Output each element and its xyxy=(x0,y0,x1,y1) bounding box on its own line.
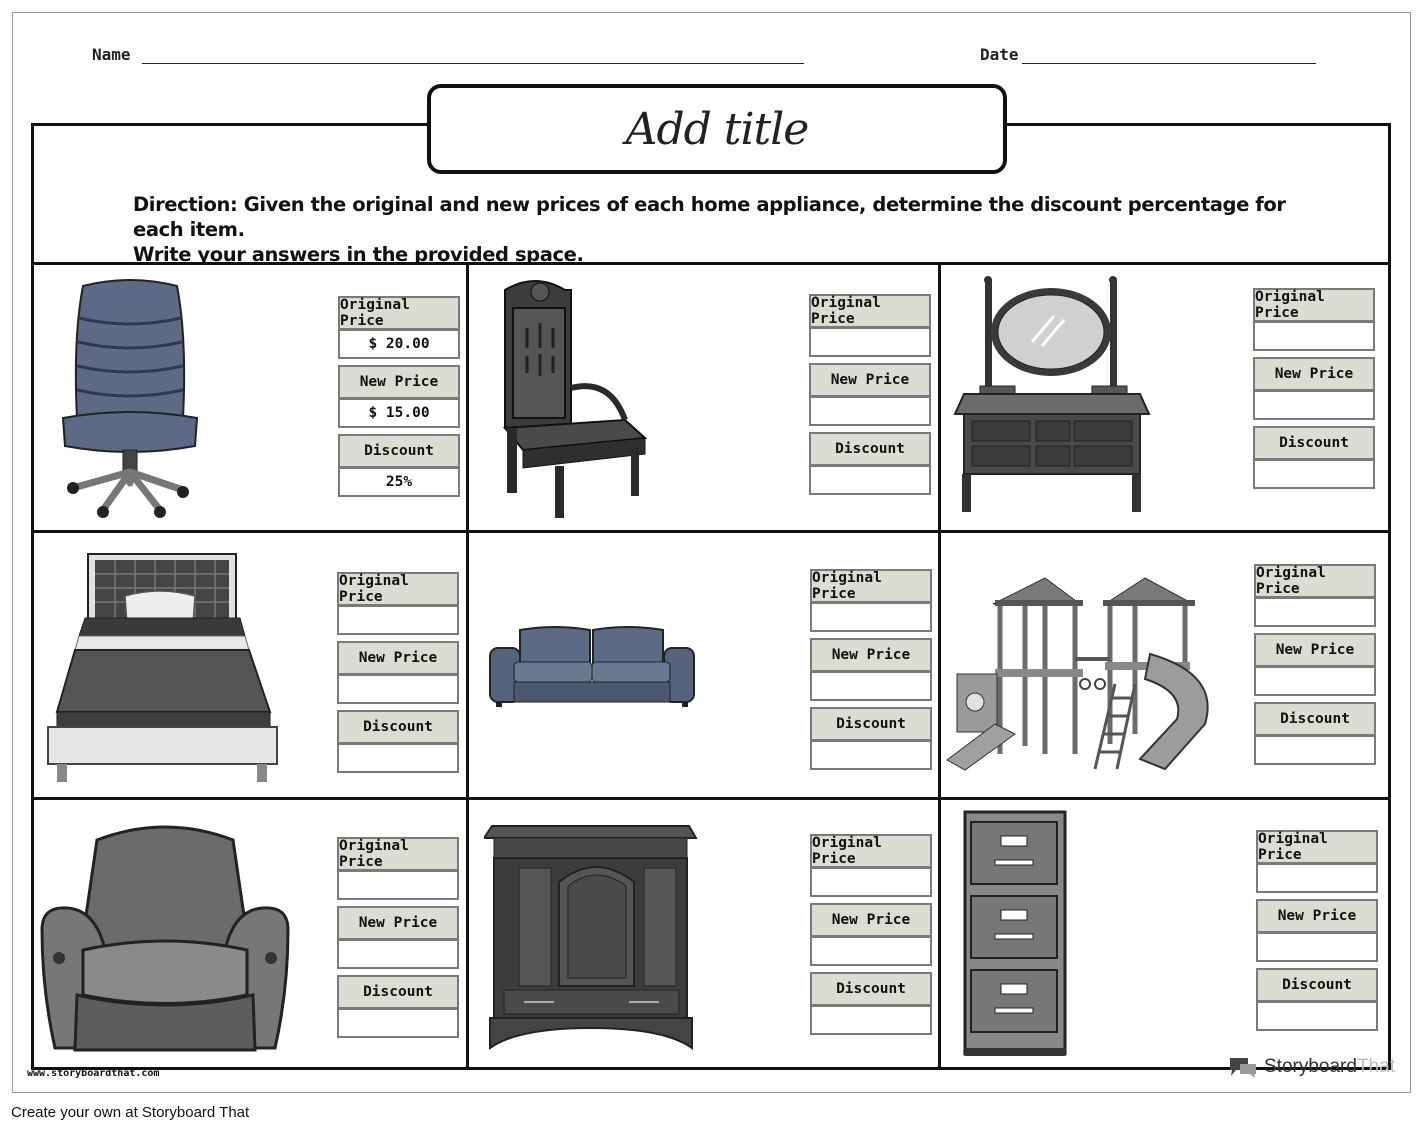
new-price-label: New Price xyxy=(1253,357,1375,391)
original-price-label: Original Price xyxy=(810,834,932,868)
grid-line xyxy=(31,262,1391,265)
title-box[interactable]: Add title xyxy=(427,84,1007,174)
name-label: Name xyxy=(92,45,131,64)
grid-line xyxy=(466,262,469,1070)
new-answer-box[interactable] xyxy=(1254,666,1376,696)
sofa-icon xyxy=(489,626,695,707)
date-line[interactable] xyxy=(1022,63,1316,64)
original-answer-box[interactable] xyxy=(809,327,931,357)
direction-line-1: Direction: Given the original and new pr… xyxy=(133,193,1286,241)
date-label: Date xyxy=(980,45,1019,64)
grid-line xyxy=(938,262,941,1070)
original-price-label: Original Price xyxy=(337,837,459,871)
new-answer-box[interactable] xyxy=(810,936,932,966)
footer-text: Create your own at Storyboard That xyxy=(11,1104,250,1121)
discount-answer-box[interactable] xyxy=(1254,735,1376,765)
grid-line xyxy=(31,797,1391,800)
speech-bubble-icon xyxy=(1230,1058,1256,1078)
discount-answer-box[interactable] xyxy=(809,465,931,495)
discount-price-label: Discount xyxy=(1254,702,1376,736)
discount-answer-box[interactable] xyxy=(337,1008,459,1038)
discount-price-label: Discount xyxy=(1253,426,1375,460)
discount-price-label: Discount xyxy=(338,434,460,468)
new-answer-box[interactable]: $ 15.00 xyxy=(338,398,460,428)
original-price-label: Original Price xyxy=(338,296,460,330)
original-answer-box[interactable] xyxy=(337,605,459,635)
new-price-label: New Price xyxy=(338,365,460,399)
original-answer-box[interactable] xyxy=(1254,597,1376,627)
original-price-label: Original Price xyxy=(1253,288,1375,322)
new-price-label: New Price xyxy=(810,903,932,937)
direction-line-2: Write your answers in the provided space… xyxy=(133,243,584,266)
new-price-label: New Price xyxy=(1254,633,1376,667)
new-price-label: New Price xyxy=(810,638,932,672)
discount-price-label: Discount xyxy=(1256,968,1378,1002)
discount-answer-box[interactable] xyxy=(1256,1001,1378,1031)
new-answer-box[interactable] xyxy=(337,939,459,969)
new-answer-box[interactable] xyxy=(810,671,932,701)
original-answer-box[interactable] xyxy=(1256,863,1378,893)
original-price-label: Original Price xyxy=(1254,564,1376,598)
discount-answer-box[interactable] xyxy=(337,743,459,773)
original-answer-box[interactable] xyxy=(810,867,932,897)
new-price-label: New Price xyxy=(809,363,931,397)
new-price-label: New Price xyxy=(1256,899,1378,933)
discount-answer-box[interactable] xyxy=(810,740,932,770)
original-price-label: Original Price xyxy=(1256,830,1378,864)
brand-name: StoryboardThat xyxy=(1264,1056,1395,1077)
grid-line xyxy=(31,530,1391,533)
watermark-url: www.storyboardthat.com xyxy=(27,1068,160,1079)
discount-price-label: Discount xyxy=(809,432,931,466)
antique-chair-icon xyxy=(502,280,648,518)
discount-answer-box[interactable]: 25% xyxy=(338,467,460,497)
original-price-label: Original Price xyxy=(809,294,931,328)
new-answer-box[interactable] xyxy=(337,674,459,704)
new-answer-box[interactable] xyxy=(1256,932,1378,962)
original-answer-box[interactable] xyxy=(1253,321,1375,351)
new-answer-box[interactable] xyxy=(809,396,931,426)
playground-icon xyxy=(946,577,1209,771)
original-answer-box[interactable] xyxy=(810,602,932,632)
discount-answer-box[interactable] xyxy=(1253,459,1375,489)
discount-price-label: Discount xyxy=(810,707,932,741)
original-answer-box[interactable]: $ 20.00 xyxy=(338,329,460,359)
original-price-label: Original Price xyxy=(810,569,932,603)
name-line[interactable] xyxy=(142,63,804,64)
page-title: Add title xyxy=(625,103,810,155)
new-price-label: New Price xyxy=(337,906,459,940)
brand-logo: StoryboardThat xyxy=(1228,1056,1395,1078)
new-answer-box[interactable] xyxy=(1253,390,1375,420)
discount-answer-box[interactable] xyxy=(810,1005,932,1035)
bed-icon xyxy=(47,553,278,782)
filing-cabinet-icon xyxy=(963,810,1067,1056)
wardrobe-icon xyxy=(484,825,698,1050)
discount-price-label: Discount xyxy=(337,710,459,744)
direction-text: Direction: Given the original and new pr… xyxy=(133,192,1313,267)
original-price-label: Original Price xyxy=(337,572,459,606)
vanity-mirror-icon xyxy=(953,276,1151,512)
original-answer-box[interactable] xyxy=(337,870,459,900)
armchair-icon xyxy=(40,825,290,1052)
discount-price-label: Discount xyxy=(337,975,459,1009)
discount-price-label: Discount xyxy=(810,972,932,1006)
office-chair-icon xyxy=(61,279,199,518)
new-price-label: New Price xyxy=(337,641,459,675)
